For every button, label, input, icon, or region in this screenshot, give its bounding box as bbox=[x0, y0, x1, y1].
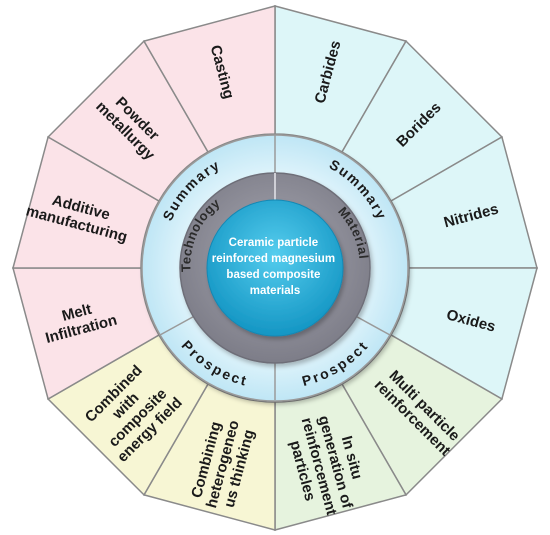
core-circle bbox=[206, 199, 344, 337]
segment-label-in-situ: In situgeneration ofreinforcementparticl… bbox=[281, 407, 373, 521]
core-title: Ceramic particle reinforced magnesium ba… bbox=[212, 237, 339, 297]
segment-casting bbox=[142, 5, 276, 153]
